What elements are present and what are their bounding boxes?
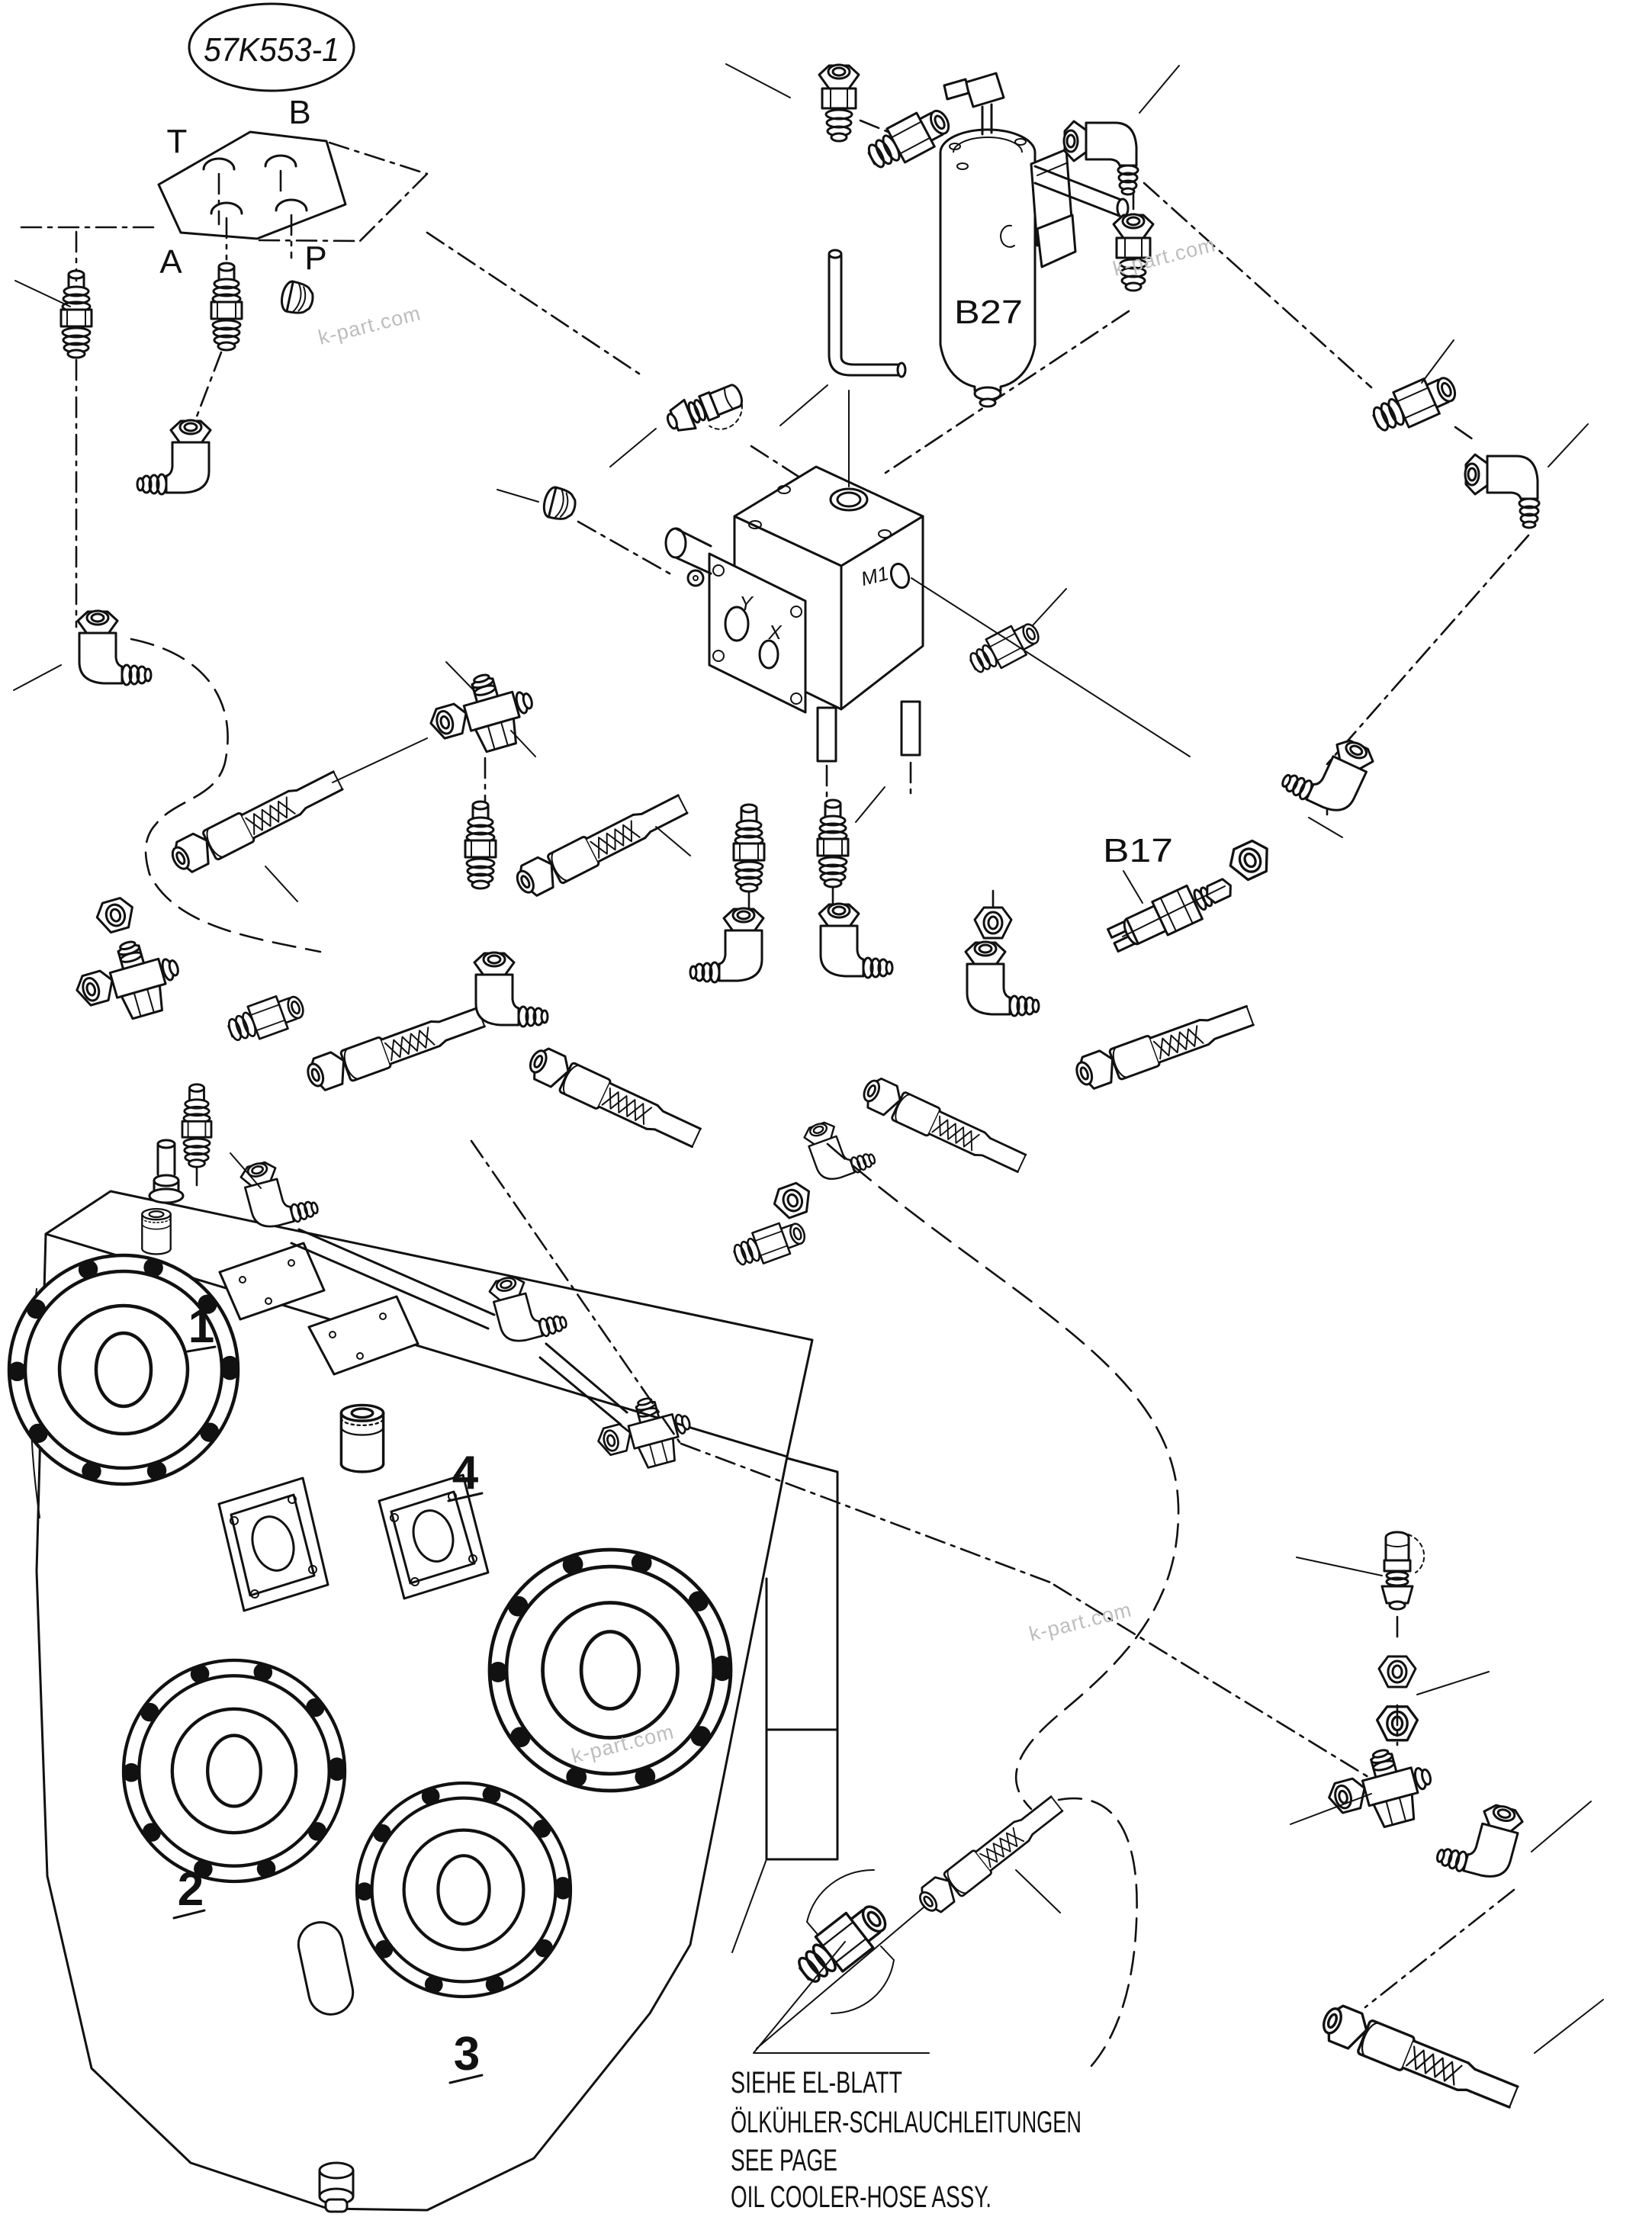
note-line-3: SEE PAGE — [731, 2144, 837, 2177]
housing-top-pipe — [230, 1150, 699, 1480]
routing-curve-2 — [1057, 1797, 1138, 2068]
port-pad-left — [217, 1476, 329, 1612]
note-line-1: SIEHE EL-BLATT — [731, 2066, 902, 2100]
callout-3: 3 — [454, 2028, 480, 2080]
drain-plug — [318, 2161, 355, 2213]
bearing-flange-3 — [357, 1783, 570, 1997]
port-label-t: T — [167, 123, 188, 160]
filter-l-tube — [779, 249, 907, 426]
hose-assembly-c — [302, 998, 488, 1096]
hose-assembly-b — [510, 786, 692, 903]
mount-pad-top-1 — [218, 1242, 326, 1321]
port-label-b: B — [288, 94, 310, 131]
valve-cover-plate: Y X — [664, 527, 807, 714]
right-fitting-pair — [1326, 339, 1589, 816]
callout-1: 1 — [188, 1300, 214, 1353]
filter-b27-assembly: B27 — [725, 63, 1373, 476]
bearing-flange-2 — [124, 1660, 345, 1881]
bearing-flange-1 — [9, 1255, 238, 1484]
watermark-3: k-part.com — [1027, 1598, 1134, 1645]
hose-assembly-e — [857, 1073, 1030, 1178]
callouts: 1 4 2 3 — [172, 1300, 484, 2084]
callout-2: 2 — [178, 1863, 204, 1916]
valve-port-y: Y — [739, 592, 754, 615]
filter-canister: B27 — [939, 72, 1130, 408]
port-label-p: P — [304, 239, 326, 277]
control-valve-block: M1 Y X — [664, 390, 1191, 799]
hose-assembly-g — [1316, 2000, 1523, 2115]
test-point-cap — [426, 231, 808, 484]
housing-top-right-fittings — [729, 1109, 878, 1273]
oval-slot — [297, 1921, 355, 2016]
middle-tee-lower — [66, 894, 310, 1049]
note-line-2: ÖLKÜHLER-SCHLAUCHLEITUNGEN — [731, 2106, 1082, 2139]
callout-4: 4 — [452, 1447, 479, 1499]
watermark-1: k-part.com — [316, 301, 423, 349]
routing-curve-1 — [826, 1142, 1180, 1811]
sensor-label: B17 — [1103, 832, 1173, 869]
note-line-4: OIL COOLER-HOSE ASSY. — [731, 2180, 992, 2214]
note-block: SIEHE EL-BLATT ÖLKÜHLER-SCHLAUCHLEITUNGE… — [731, 1941, 1082, 2214]
top-stud — [148, 1139, 185, 1204]
port-pad-right — [378, 1473, 490, 1600]
housing-top-nipple — [181, 1083, 213, 1168]
ref-bubble — [188, 2, 355, 92]
hose-assembly-d — [522, 1043, 705, 1154]
blanking-plug — [497, 484, 677, 578]
valve-port-x: X — [767, 621, 783, 644]
hose-assembly-a — [166, 763, 347, 879]
routing-centerline-1 — [470, 1139, 1370, 1778]
pressure-sensor-b17: B17 — [1103, 720, 1379, 959]
bottom-right-chain — [1290, 1531, 1604, 2054]
mount-pad-top-2 — [307, 1295, 419, 1376]
hose-assembly-f — [1071, 997, 1257, 1094]
elbow-center — [473, 951, 549, 1028]
below-valve-fittings — [655, 786, 1040, 1017]
middle-tee-upper — [420, 661, 543, 890]
plate-ports — [202, 154, 308, 261]
ref-number: 57K553-1 — [204, 31, 339, 69]
bottom-bulkhead-fitting — [756, 1869, 934, 2049]
left-fitting-chain — [13, 262, 322, 953]
port-label-a: A — [159, 243, 182, 281]
port-plate-assembly: 57K553-1 T B A P — [14, 2, 429, 307]
filter-label: B27 — [954, 294, 1023, 331]
hose-assembly-h — [913, 1789, 1067, 1920]
